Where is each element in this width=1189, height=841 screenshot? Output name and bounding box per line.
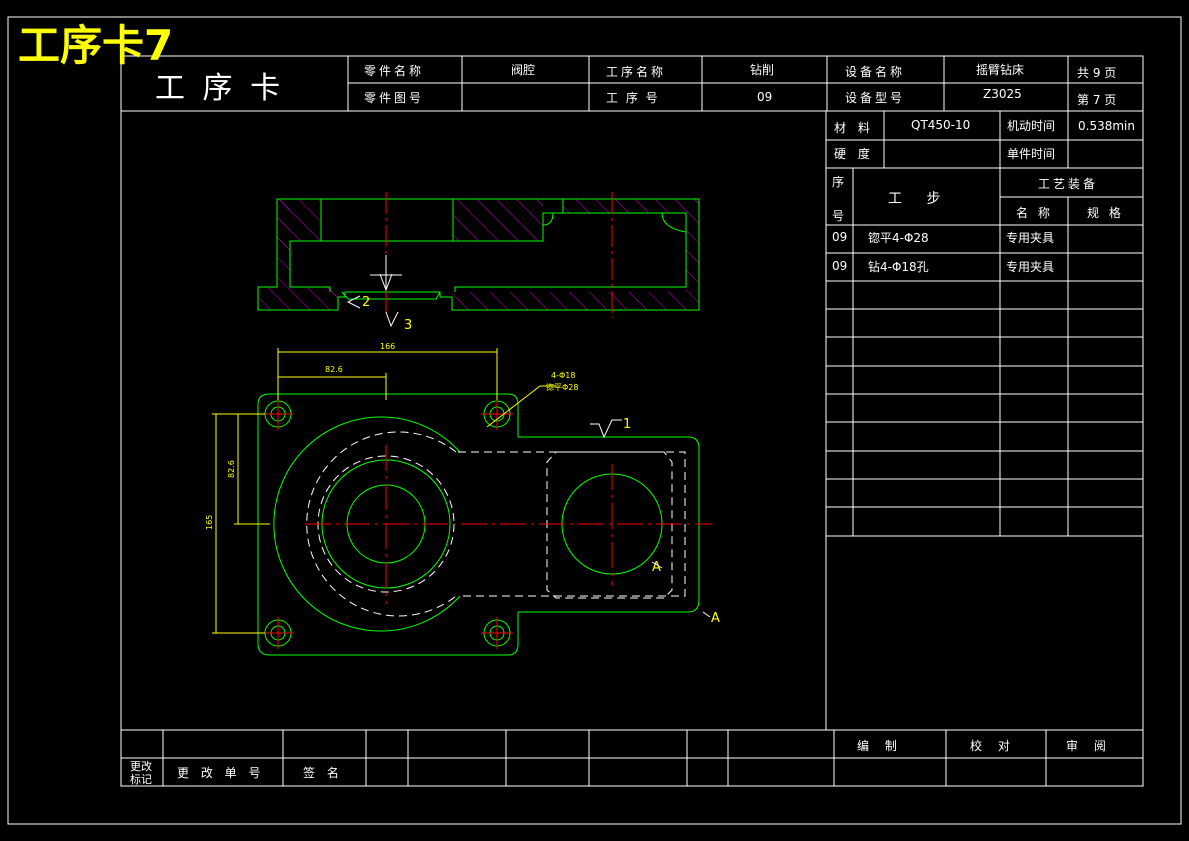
spec-label: 规 格 xyxy=(1087,205,1124,220)
part-name: 阀腔 xyxy=(511,62,535,77)
process-name-label: 工序名称 xyxy=(606,64,666,79)
hole-crosses xyxy=(262,398,513,649)
step-label: 工 步 xyxy=(888,191,950,207)
process-no: 09 xyxy=(757,90,772,104)
material-value: QT450-10 xyxy=(911,118,970,132)
step-row-1-name: 专用夹具 xyxy=(1006,230,1054,245)
view-arrow-A xyxy=(651,561,663,569)
hole-note-2: 锪平Φ28 xyxy=(546,382,578,392)
material-label: 材 料 xyxy=(834,121,874,135)
unit-time-label: 单件时间 xyxy=(1007,147,1055,161)
step-row-2-seq: 09 xyxy=(832,259,847,273)
mark-2: 2 xyxy=(362,295,370,310)
equipment-model-label: 设备型号 xyxy=(845,91,905,105)
machine-time-value: 0.538min xyxy=(1078,119,1135,133)
total-pages: 共 9 页 xyxy=(1077,66,1116,80)
check-label: 校 对 xyxy=(970,738,1016,753)
neck-hidden xyxy=(458,451,686,597)
dim-half-height: 82.6 xyxy=(227,460,236,478)
name-label: 名 称 xyxy=(1016,205,1053,220)
pocket-hidden xyxy=(546,451,673,599)
hardness-label: 硬 度 xyxy=(834,146,874,161)
hatch-bottom xyxy=(452,292,686,310)
seq-label-bottom: 号 xyxy=(832,209,844,223)
dimension-lines xyxy=(212,348,556,634)
outer-border xyxy=(7,16,1182,825)
review-label: 审 阅 xyxy=(1066,738,1112,753)
mark-label-2: 标记 xyxy=(130,772,152,786)
seq-label-top: 序 xyxy=(832,174,844,189)
step-row-2-step: 钻4-Φ18孔 xyxy=(868,259,929,274)
step-row-2-name: 专用夹具 xyxy=(1006,259,1054,274)
steps-grid xyxy=(825,111,1143,730)
body-outline xyxy=(257,393,700,656)
plan-view: 166 82.6 165 82.6 4-Φ18 锪平Φ28 1 A A xyxy=(205,342,720,656)
corner-title: 工序卡7 xyxy=(18,21,173,70)
hatch-right-wall xyxy=(686,199,699,310)
process-name: 钻削 xyxy=(750,62,774,77)
dim-center-width: 82.6 xyxy=(325,365,343,374)
section-view: 2 3 xyxy=(257,192,700,333)
main-boss-arc xyxy=(273,416,461,632)
hatch-left-wall xyxy=(277,199,290,287)
equipment-model: Z3025 xyxy=(983,87,1022,101)
page-number: 第 7 页 xyxy=(1077,93,1116,107)
header-grid xyxy=(121,56,1143,112)
equipment-label: 工艺装备 xyxy=(1038,177,1098,191)
equipment-name: 摇臂钻床 xyxy=(976,62,1024,77)
hatch-mid-top xyxy=(453,199,543,241)
inner-border xyxy=(120,55,1144,787)
hatch-right-top xyxy=(563,199,699,213)
machine-time-label: 机动时间 xyxy=(1007,119,1055,133)
surface-mark-A xyxy=(702,611,711,618)
mark-1: 1 xyxy=(623,417,631,432)
hatch-left-foot xyxy=(258,287,338,310)
feed-arrow xyxy=(379,255,393,292)
mark-2-symbol xyxy=(346,295,361,309)
view-label-A: A xyxy=(652,560,661,575)
process-no-label: 工 序 号 xyxy=(606,90,660,105)
dim-total-height: 165 xyxy=(205,515,214,530)
section-inner-lines xyxy=(289,199,687,292)
step-row-1-seq: 09 xyxy=(832,230,847,244)
step-row-1-step: 锪平4-Φ28 xyxy=(868,230,929,245)
hole-note-1: 4-Φ18 xyxy=(551,371,575,380)
mark-label-1: 更改 xyxy=(130,759,152,773)
mark-3: 3 xyxy=(404,318,412,333)
change-no-label: 更 改 单 号 xyxy=(177,766,264,780)
mark-3-symbol xyxy=(385,311,399,328)
equipment-name-label: 设备名称 xyxy=(845,64,905,79)
compile-label: 编 制 xyxy=(857,738,903,753)
dim-total-width: 166 xyxy=(380,342,395,351)
surface-label-A: A xyxy=(711,611,720,626)
part-name-label: 零件名称 xyxy=(364,63,424,78)
counterbore xyxy=(341,291,441,300)
section-outline xyxy=(257,198,700,311)
sign-label: 签 名 xyxy=(303,765,343,780)
fillets xyxy=(542,212,687,233)
roughness-symbol-1 xyxy=(590,419,622,439)
card-title: 工 序 卡 xyxy=(155,71,284,106)
footer-grid xyxy=(121,729,1143,786)
part-number-label: 零件图号 xyxy=(364,91,424,105)
